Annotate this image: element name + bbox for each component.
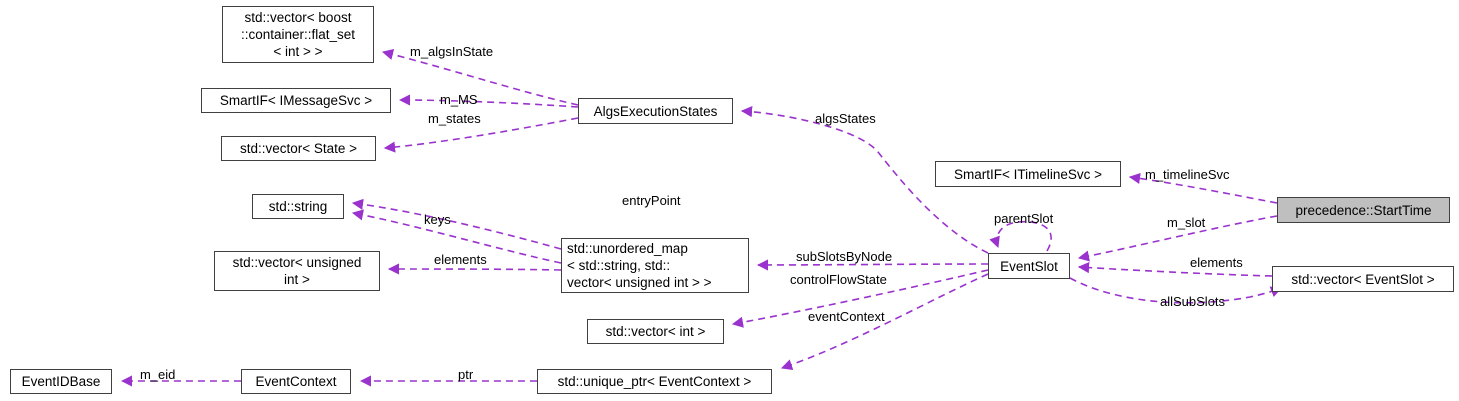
edge-label-subSlotsByNode: subSlotsByNode — [796, 249, 893, 264]
edge-controlFlowState — [731, 269, 989, 328]
edge-label-keys: keys — [424, 212, 451, 227]
node-event-slot[interactable]: EventSlot — [988, 253, 1070, 279]
edge-algsStates — [740, 106, 989, 254]
edge-subSlotsByNode — [756, 259, 989, 271]
edge-eventContext — [780, 273, 989, 371]
node-algs-execution-states[interactable]: AlgsExecutionStates — [578, 98, 733, 124]
edge-entryPoint — [351, 198, 562, 250]
node-event-context[interactable]: EventContext — [241, 369, 351, 394]
node-vector-eventslot[interactable]: std::vector< EventSlot > — [1272, 266, 1454, 292]
edge-label-elements-eventslot: elements — [1190, 255, 1243, 270]
edge-label-m-eid: m_eid — [140, 367, 176, 382]
edge-label-m-timelineSvc: m_timelineSvc — [1145, 167, 1230, 182]
edge-m-states — [383, 117, 579, 153]
edge-elements-map — [387, 263, 562, 275]
edge-label-m-algsInState: m_algsInState — [410, 44, 494, 59]
node-unique-ptr-eventcontext[interactable]: std::unique_ptr< EventContext > — [537, 369, 772, 394]
node-unordered-map[interactable]: std::unordered_map < std::string, std:: … — [561, 238, 749, 293]
edge-label-elements-map: elements — [434, 252, 487, 267]
node-smartif-itimelinesvc[interactable]: SmartIF< ITimelineSvc > — [935, 161, 1121, 187]
edge-label-controlFlowState: controlFlowState — [790, 272, 887, 287]
edge-label-eventContext: eventContext — [808, 309, 885, 324]
edge-label-ptr: ptr — [458, 367, 474, 382]
node-vector-boost-flat-set[interactable]: std::vector< boost ::container::flat_set… — [222, 6, 374, 63]
node-vector-unsigned-int[interactable]: std::vector< unsigned int > — [214, 251, 380, 291]
node-smartif-imessagesvc[interactable]: SmartIF< IMessageSvc > — [201, 88, 391, 113]
edge-label-entryPoint: entryPoint — [622, 193, 681, 208]
edge-label-parentSlot: parentSlot — [994, 211, 1054, 226]
node-precedence-starttime[interactable]: precedence::StartTime — [1277, 197, 1450, 223]
edge-label-m-slot: m_slot — [1167, 215, 1206, 230]
edge-elements-eventslot — [1077, 262, 1273, 277]
edge-label-m-MS: m_MS — [440, 92, 478, 107]
edge-label-m-states: m_states — [428, 111, 481, 126]
edge-m-MS — [398, 94, 579, 108]
edge-m-slot — [1077, 215, 1278, 262]
edge-m-timelineSvc — [1128, 172, 1278, 204]
node-std-string[interactable]: std::string — [252, 194, 344, 219]
edge-label-allSubSlots: allSubSlots — [1160, 294, 1226, 309]
edge-label-algsStates: algsStates — [815, 111, 876, 126]
node-event-id-base[interactable]: EventIDBase — [10, 369, 112, 394]
edge-parentSlot — [989, 220, 1052, 252]
node-vector-int[interactable]: std::vector< int > — [587, 319, 724, 344]
node-vector-state[interactable]: std::vector< State > — [221, 136, 376, 161]
edge-m-algsInState — [381, 48, 579, 106]
